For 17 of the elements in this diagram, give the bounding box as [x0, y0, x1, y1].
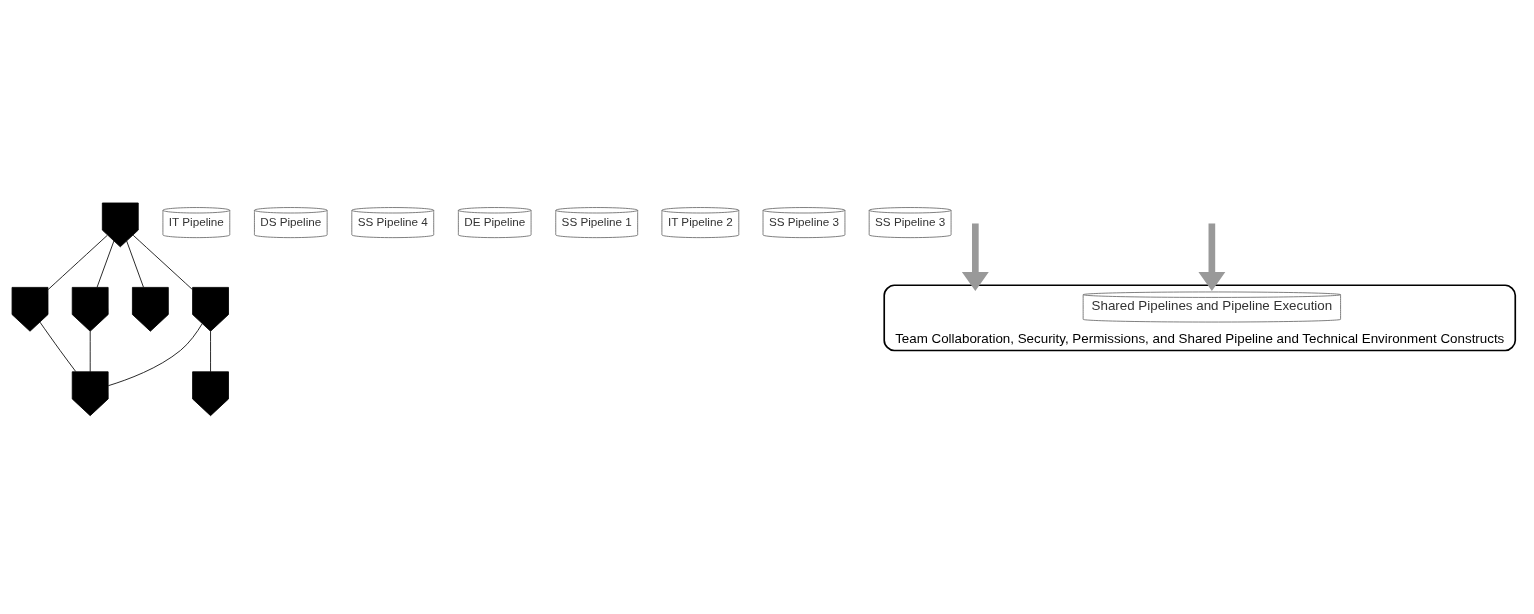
node-person: [192, 371, 229, 417]
connector: [96, 240, 115, 288]
node-person: [101, 202, 139, 248]
node-person: [192, 286, 229, 332]
connector: [39, 321, 77, 372]
arrow: [961, 223, 989, 292]
arrow: [1198, 223, 1226, 292]
connector: [89, 330, 91, 373]
node-person: [71, 371, 109, 417]
connector: [47, 234, 108, 290]
connector: [210, 330, 211, 373]
node-person: [71, 286, 109, 332]
connector: [107, 323, 203, 387]
node-person: [11, 286, 49, 332]
node-person: [132, 286, 169, 332]
connector: [132, 234, 193, 290]
connector: [126, 240, 144, 288]
